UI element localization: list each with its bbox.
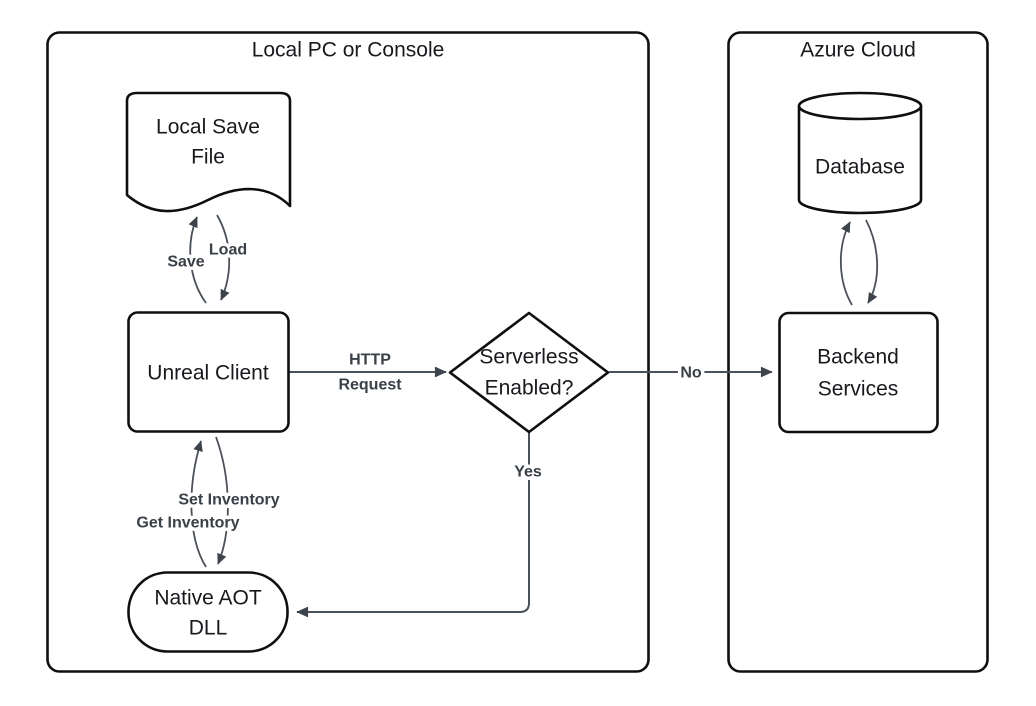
no-edge-label: No — [680, 365, 702, 382]
cylinder-body-shape — [797, 106, 923, 215]
yes-arrow — [296, 433, 530, 618]
edges — [188, 214, 879, 618]
get-inventory-arrow — [215, 436, 229, 565]
native-aot-dll-node: Native AOT DLL — [127, 571, 289, 653]
yes-edge-label: Yes — [514, 464, 542, 481]
http-request-edge-label-line1: HTTP — [349, 352, 391, 369]
save-edge-label: Save — [167, 254, 204, 271]
unreal-client-label: Unreal Client — [147, 362, 269, 385]
local-save-file-label-line1: Local Save — [156, 116, 260, 139]
local-save-file-label-line2: File — [191, 146, 225, 169]
rectangle-shape — [778, 311, 939, 434]
native-aot-dll-label-line2: DLL — [189, 617, 228, 640]
get-inventory-edge-label: Get Inventory — [136, 515, 239, 532]
rectangle-shape — [127, 311, 290, 433]
backend-services-node: Backend Services — [778, 311, 939, 434]
load-edge-label: Load — [209, 242, 247, 259]
unreal-client-node: Unreal Client — [127, 311, 290, 433]
database-node: Database — [797, 91, 923, 215]
database-to-backend-arrow — [865, 219, 879, 304]
serverless-enabled-decision-node: Serverless Enabled? — [448, 311, 610, 434]
set-inventory-arrow — [190, 440, 207, 568]
local-save-file-node: Local Save File — [125, 91, 292, 213]
azure-cloud-container-title: Azure Cloud — [800, 39, 916, 62]
backend-services-label-line2: Services — [818, 378, 899, 401]
serverless-enabled-label-line2: Enabled? — [485, 377, 574, 400]
save-arrow — [188, 216, 207, 304]
cylinder-top-shape — [797, 91, 923, 121]
http-request-edge-label-line2: Request — [338, 377, 402, 394]
load-arrow — [216, 214, 231, 301]
stadium-shape — [127, 571, 289, 653]
edge-labels: Save Load HTTP Request No Yes Set Invent… — [133, 238, 705, 535]
backend-services-label-line1: Backend — [817, 346, 899, 369]
database-label: Database — [815, 156, 905, 179]
backend-to-database-arrow — [839, 221, 853, 306]
native-aot-dll-label-line1: Native AOT — [154, 587, 262, 610]
serverless-enabled-label-line1: Serverless — [479, 346, 578, 369]
set-inventory-edge-label: Set Inventory — [178, 492, 279, 509]
diamond-shape — [448, 311, 610, 434]
local-pc-container-title: Local PC or Console — [252, 39, 445, 62]
document-shape — [125, 91, 292, 213]
